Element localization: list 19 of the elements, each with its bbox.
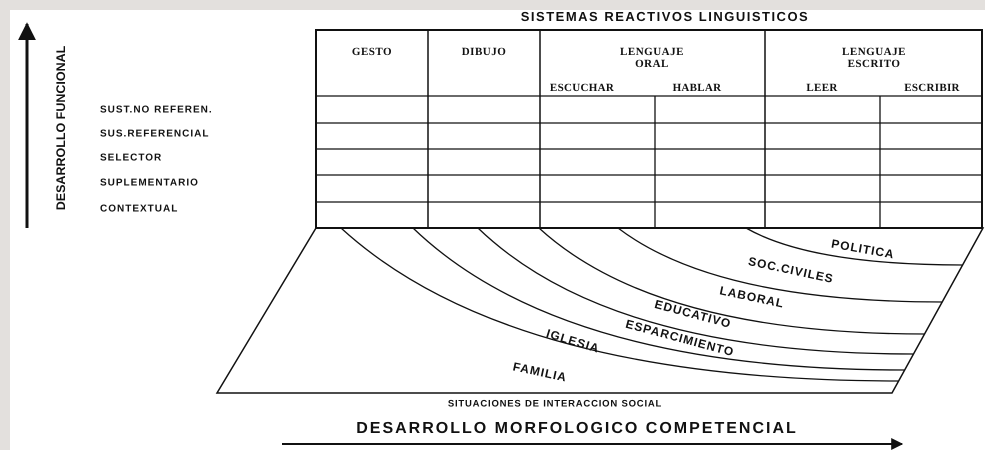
column-header: LENGUAJE ORAL [619, 46, 685, 70]
subcolumn-header: ESCRIBIR [904, 82, 960, 94]
row-header: SUST.NO REFEREN. [100, 104, 213, 116]
row-header: SUS.REFERENCIAL [100, 128, 210, 140]
row-header: CONTEXTUAL [100, 204, 178, 214]
axis-label: DESARROLLO MORFOLOGICO COMPETENCIAL [356, 420, 798, 438]
axis-label: DESARROLLO FUNCIONAL [55, 46, 69, 210]
row-header: SELECTOR [100, 152, 162, 164]
band-label: POLITICA [830, 236, 896, 262]
column-header: GESTO [352, 46, 392, 58]
panel-caption: SITUACIONES DE INTERACCION SOCIAL [448, 398, 662, 410]
subcolumn-header: LEER [806, 82, 838, 94]
column-header: DIBUJO [462, 46, 506, 58]
subcolumn-header: ESCUCHAR [550, 82, 614, 94]
table-title: SISTEMAS REACTIVOS LINGUISTICOS [520, 10, 810, 24]
band-label: FAMILIA [512, 359, 568, 385]
row-header: SUPLEMENTARIO [100, 178, 199, 188]
subcolumn-header: HABLAR [672, 82, 722, 94]
column-header: LENGUAJE ESCRITO [841, 46, 907, 70]
